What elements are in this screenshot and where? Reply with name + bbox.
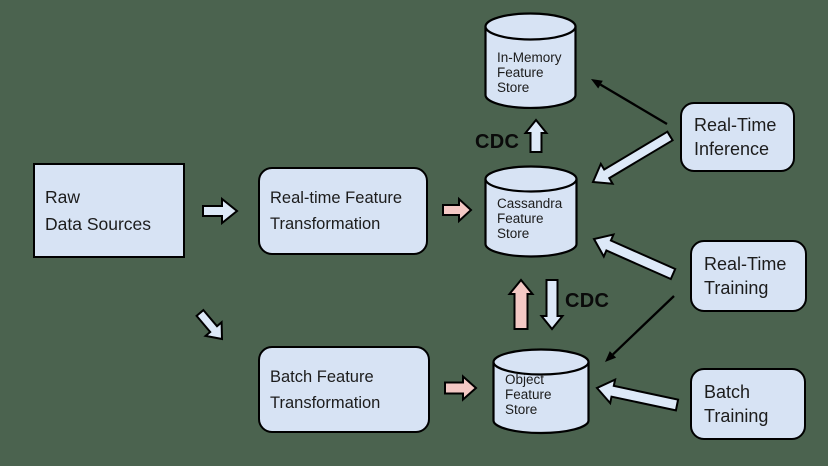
node-label-line: Transformation: [270, 215, 381, 233]
database-cylinder-icon: [484, 165, 578, 258]
arrow-realtime-transformation-to-cassandra: [442, 196, 473, 224]
cdc-label-middle: CDC: [565, 290, 610, 312]
database-cylinder-icon: [492, 348, 590, 435]
arrow-training-to-object-head: [605, 351, 617, 362]
node-label-line: Raw: [45, 186, 81, 207]
node-object-feature-store: Object Feature Store: [492, 348, 590, 435]
database-cylinder-icon: [484, 12, 577, 109]
arrow-raw-to-realtime-transformation: [202, 196, 239, 226]
arrow-batch-transformation-to-object: [444, 374, 478, 402]
node-batch-feature-transformation: Batch Feature Transformation: [258, 346, 430, 433]
cdc-label-top: CDC: [475, 131, 520, 153]
node-label: In-Memory Feature Store: [497, 50, 562, 95]
node-label-line: Data Sources: [45, 213, 152, 234]
node-label-line: Training: [704, 406, 769, 426]
arrow-batch-training-to-object: [595, 377, 680, 412]
arrow-inference-to-inmemory-head: [591, 79, 603, 89]
node-cassandra-feature-store: Cassandra Feature Store: [484, 165, 578, 258]
node-label: Object Feature Store: [505, 372, 552, 417]
arrow-cassandra-to-object-cdc: [539, 279, 565, 331]
node-in-memory-feature-store: In-Memory Feature Store: [484, 12, 577, 109]
arrow-inference-to-inmemory: [599, 83, 668, 125]
arrow-cassandra-to-inmemory-cdc: [523, 118, 549, 153]
node-label-line: Real-time Feature: [270, 189, 403, 207]
arrow-training-to-cassandra: [592, 233, 677, 281]
arrow-object-to-cassandra: [507, 278, 535, 330]
node-real-time-training: Real-Time Training: [690, 240, 807, 312]
node-label-line: Batch Feature: [270, 367, 374, 386]
arrow-training-to-object: [612, 295, 675, 356]
node-raw-data-sources: Raw Data Sources: [33, 163, 185, 258]
node-label-line: Inference: [694, 139, 770, 159]
arrow-inference-to-cassandra: [591, 130, 674, 185]
node-batch-training: Batch Training: [690, 368, 806, 440]
node-label-line: Transformation: [270, 393, 381, 412]
node-realtime-feature-transformation: Real-time Feature Transformation: [258, 167, 428, 255]
node-label-line: Batch: [704, 382, 751, 402]
node-label-line: Real-Time: [704, 254, 787, 274]
node-real-time-inference: Real-Time Inference: [680, 102, 795, 172]
node-label-line: Real-Time: [694, 115, 777, 135]
node-label: Cassandra Feature Store: [497, 196, 563, 241]
arrow-raw-to-batch-transformation: [195, 308, 224, 341]
node-label-line: Training: [704, 278, 769, 298]
